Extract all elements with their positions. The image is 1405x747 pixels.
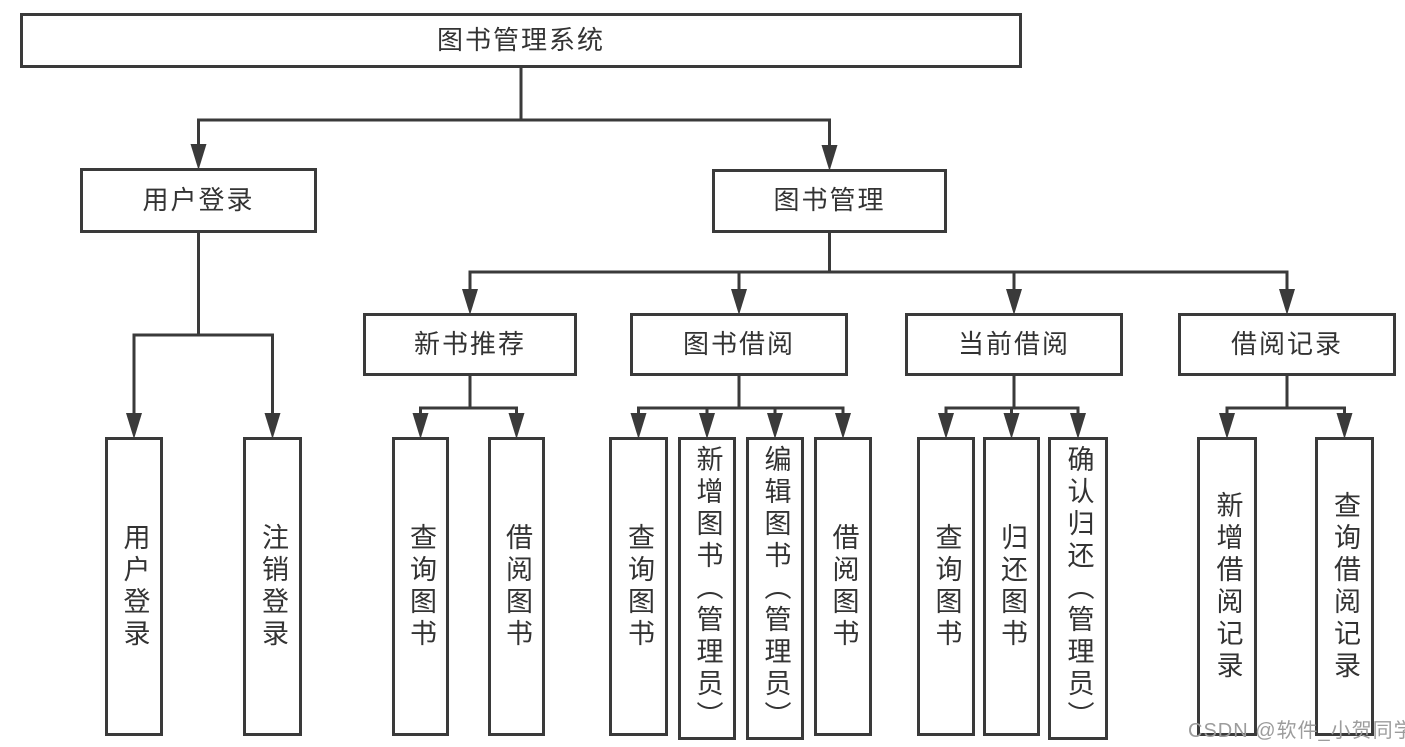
node-current-borrowing: 当前借阅: [905, 313, 1123, 376]
node-label-leaf-edit-books-admin: 编辑图书（管理员）: [760, 444, 791, 733]
node-label-borrow-records: 借阅记录: [1230, 328, 1343, 359]
node-leaf-add-books-admin: 新增图书（管理员）: [678, 437, 736, 740]
node-library-system: 图书管理系统: [20, 13, 1022, 68]
arrowhead-icon: [821, 145, 838, 171]
node-label-book-borrowing: 图书借阅: [682, 328, 795, 359]
node-leaf-query-borrow-record: 查询借阅记录: [1315, 437, 1374, 736]
node-label-book-management: 图书管理: [773, 185, 886, 216]
node-label-leaf-user-login: 用户登录: [119, 522, 150, 651]
arrowhead-icon: [264, 413, 281, 439]
node-label-leaf-borrow-books: 借阅图书: [828, 522, 859, 651]
node-new-book-recommend: 新书推荐: [363, 313, 577, 376]
arrowhead-icon: [699, 413, 715, 439]
node-label-leaf-query-books-new: 查询图书: [406, 522, 436, 651]
node-label-current-borrowing: 当前借阅: [957, 328, 1070, 359]
arrowhead-icon: [508, 413, 525, 439]
node-label-leaf-query-books-borrow: 查询图书: [624, 522, 654, 651]
node-user-login: 用户登录: [80, 168, 317, 233]
node-book-management: 图书管理: [712, 169, 947, 233]
node-label-leaf-query-borrow-record: 查询借阅记录: [1330, 490, 1360, 683]
node-leaf-borrow-books-new: 借阅图书: [488, 437, 545, 736]
arrowhead-icon: [126, 413, 142, 439]
node-borrow-records: 借阅记录: [1178, 313, 1396, 376]
node-label-leaf-add-borrow-record: 新增借阅记录: [1212, 490, 1243, 683]
node-book-borrowing: 图书借阅: [630, 313, 848, 376]
arrowhead-icon: [1070, 413, 1086, 439]
edge-new-book-recommend: [412, 376, 525, 439]
watermark: CSDN @软件_小贺同学: [1188, 720, 1405, 742]
arrowhead-icon: [190, 144, 207, 170]
node-label-user-login: 用户登录: [142, 184, 255, 215]
node-leaf-logout: 注销登录: [243, 437, 302, 736]
arrowhead-icon: [767, 413, 783, 439]
node-label-new-book-recommend: 新书推荐: [413, 328, 526, 359]
arrowhead-icon: [412, 413, 429, 439]
edge-library-system: [190, 68, 838, 171]
arrowhead-icon: [462, 289, 478, 315]
arrowhead-icon: [938, 413, 954, 439]
arrowhead-icon: [1219, 413, 1235, 439]
node-leaf-query-books-borrow: 查询图书: [609, 437, 668, 736]
node-label-leaf-logout: 注销登录: [258, 522, 288, 651]
arrowhead-icon: [731, 289, 747, 315]
arrowhead-icon: [630, 413, 647, 439]
edge-borrow-records: [1219, 376, 1353, 439]
node-label-leaf-add-books-admin: 新增图书（管理员）: [692, 444, 723, 733]
node-label-leaf-confirm-return: 确认归还（管理员）: [1063, 444, 1094, 733]
arrowhead-icon: [1279, 289, 1295, 315]
edge-book-borrowing: [630, 376, 851, 439]
arrowhead-icon: [1003, 413, 1020, 439]
node-leaf-borrow-books: 借阅图书: [814, 437, 872, 736]
arrowhead-icon: [835, 413, 851, 439]
node-label-library-system: 图书管理系统: [436, 24, 605, 55]
edge-current-borrowing: [938, 376, 1086, 439]
node-leaf-query-books-new: 查询图书: [392, 437, 449, 736]
arrowhead-icon: [1336, 413, 1353, 439]
node-leaf-add-borrow-record: 新增借阅记录: [1197, 437, 1257, 736]
node-label-leaf-return-books: 归还图书: [997, 522, 1027, 651]
node-label-leaf-query-books-cur: 查询图书: [931, 522, 962, 651]
edge-book-management: [462, 233, 1295, 315]
node-leaf-user-login: 用户登录: [105, 437, 163, 736]
node-leaf-edit-books-admin: 编辑图书（管理员）: [746, 437, 804, 740]
arrowhead-icon: [1006, 289, 1022, 315]
node-leaf-return-books: 归还图书: [983, 437, 1040, 736]
edge-user-login: [126, 233, 281, 439]
node-leaf-query-books-cur: 查询图书: [917, 437, 975, 736]
node-leaf-confirm-return: 确认归还（管理员）: [1048, 437, 1108, 740]
node-label-leaf-borrow-books-new: 借阅图书: [502, 522, 532, 651]
